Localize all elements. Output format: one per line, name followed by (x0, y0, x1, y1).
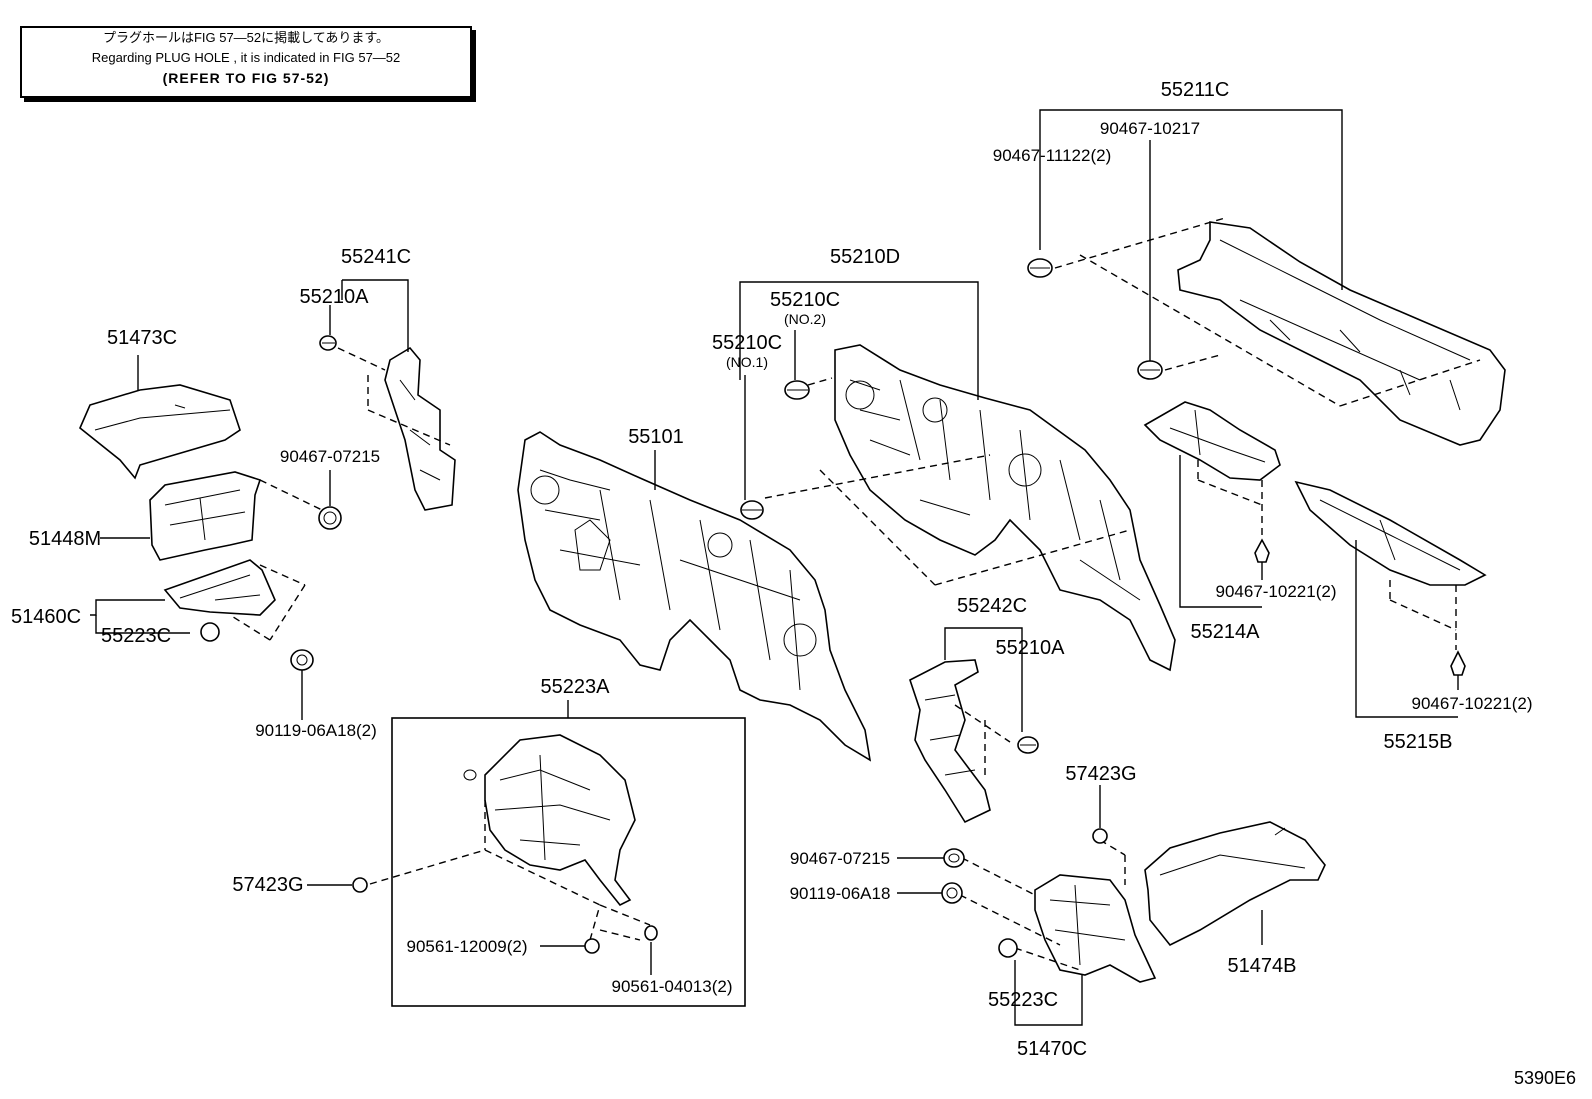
label-55210C-no2: 55210C (770, 289, 840, 311)
leaders-55215B (1355, 540, 1459, 718)
clip-90467-10221-a-icon[interactable] (1254, 538, 1270, 563)
leaders-51448M (100, 479, 323, 539)
label-57423G-left: 57423G (232, 874, 303, 896)
label-55223A: 55223A (541, 676, 611, 698)
reference-note-box: プラグホールはFIG 57—52に掲載してあります。 Regarding PLU… (20, 26, 472, 98)
clip-90467-11122-icon[interactable] (1027, 258, 1053, 278)
screw-55210A-top-icon[interactable] (319, 335, 337, 351)
nut-90561-12009-icon[interactable] (584, 938, 600, 954)
clip-55210A-mid-icon[interactable] (1017, 736, 1039, 754)
label-55242C: 55242C (957, 595, 1027, 617)
label-55211C: 55211C (1161, 79, 1230, 101)
bolt-90119-06A18-icon[interactable] (941, 882, 963, 904)
label-51470C: 51470C (1017, 1038, 1087, 1060)
figure-code: 5390E6 (1513, 1068, 1576, 1088)
leaders-55242C (944, 627, 1023, 780)
part-55214A-duct[interactable] (1143, 401, 1281, 481)
clip-55223C-right-icon[interactable] (998, 938, 1018, 958)
label-55215B: 55215B (1384, 731, 1453, 753)
clip-55210C-no1-icon[interactable] (740, 500, 764, 520)
part-51474B-cover[interactable] (1144, 821, 1326, 947)
label-90467-10217: 90467-10217 (1100, 119, 1200, 138)
label-90119-06A18-2: 90119-06A18(2) (255, 721, 377, 740)
part-51448M-panel[interactable] (149, 471, 262, 561)
label-55101: 55101 (628, 426, 684, 448)
label-90467-10221-b: 90467-10221(2) (1412, 694, 1533, 713)
leaders-55223A (369, 800, 651, 941)
clip-90467-10217-icon[interactable] (1137, 360, 1163, 380)
bolt-90467-07215-left-icon[interactable] (318, 506, 342, 530)
part-55241C-bracket[interactable] (384, 346, 456, 511)
label-51448M: 51448M (29, 528, 101, 550)
note-refer: (REFER TO FIG 57-52) (162, 70, 330, 86)
label-90561-12009: 90561-12009(2) (407, 937, 528, 956)
label-55223C-left: 55223C (101, 625, 171, 647)
part-55211C-cowl-panel[interactable] (1177, 221, 1506, 446)
label-90561-04013: 90561-04013(2) (612, 977, 733, 996)
label-51474B: 51474B (1228, 955, 1297, 977)
grommet-57423G-left-icon[interactable] (352, 877, 368, 893)
note-japanese: プラグホールはFIG 57—52に掲載してあります。 (102, 30, 390, 45)
label-90119-06A18: 90119-06A18 (790, 884, 891, 903)
part-55223A-insulator[interactable] (463, 734, 636, 907)
grommet-57423G-right-icon[interactable] (1092, 828, 1108, 844)
label-90467-11122: 90467-11122(2) (993, 146, 1111, 165)
leaders-55214A (1179, 455, 1263, 608)
nut-90561-04013-icon[interactable] (644, 925, 658, 941)
label-90467-07215-left: 90467-07215 (280, 447, 380, 466)
leaders-51460C (90, 564, 306, 641)
label-90467-10221-a: 90467-10221(2) (1216, 582, 1337, 601)
part-51470C-panel[interactable] (1034, 874, 1157, 983)
label-51473C: 51473C (107, 327, 177, 349)
label-55210C-no1: 55210C (712, 332, 782, 354)
leaders-55210D (739, 281, 1131, 586)
label-55241C: 55241C (341, 246, 411, 268)
label-55210A-top: 55210A (300, 286, 370, 308)
label-55223C-right: 55223C (988, 989, 1058, 1011)
label-51460C: 51460C (11, 606, 81, 628)
label-55210A-mid: 55210A (996, 637, 1066, 659)
label-57423G-right: 57423G (1065, 763, 1136, 785)
part-55242C-bracket[interactable] (909, 659, 991, 824)
label-no1: (NO.1) (726, 354, 768, 370)
note-english: Regarding PLUG HOLE , it is indicated in… (91, 50, 401, 65)
label-no2: (NO.2) (784, 311, 826, 327)
clip-90467-10221-b-icon[interactable] (1450, 650, 1466, 676)
leaders-55211C (1039, 109, 1481, 407)
leaders-55241C (329, 279, 451, 446)
bolt-90119-06A18-2-icon[interactable] (290, 649, 314, 671)
label-90467-07215-right: 90467-07215 (790, 849, 890, 868)
part-55210D-silencer[interactable] (834, 344, 1176, 672)
bolt-90467-07215-right-icon[interactable] (943, 848, 965, 868)
leaders-51470C (959, 839, 1126, 1026)
clip-55210C-no2-icon[interactable] (784, 380, 810, 400)
part-55215B-duct[interactable] (1294, 480, 1487, 586)
label-55210D: 55210D (830, 246, 900, 268)
part-55101-dash-panel[interactable] (517, 431, 872, 762)
part-51473C-cover[interactable] (79, 384, 241, 480)
clip-55223C-left-icon[interactable] (200, 622, 220, 642)
part-51460C-bracket[interactable] (163, 559, 276, 616)
label-55214A: 55214A (1191, 621, 1261, 643)
